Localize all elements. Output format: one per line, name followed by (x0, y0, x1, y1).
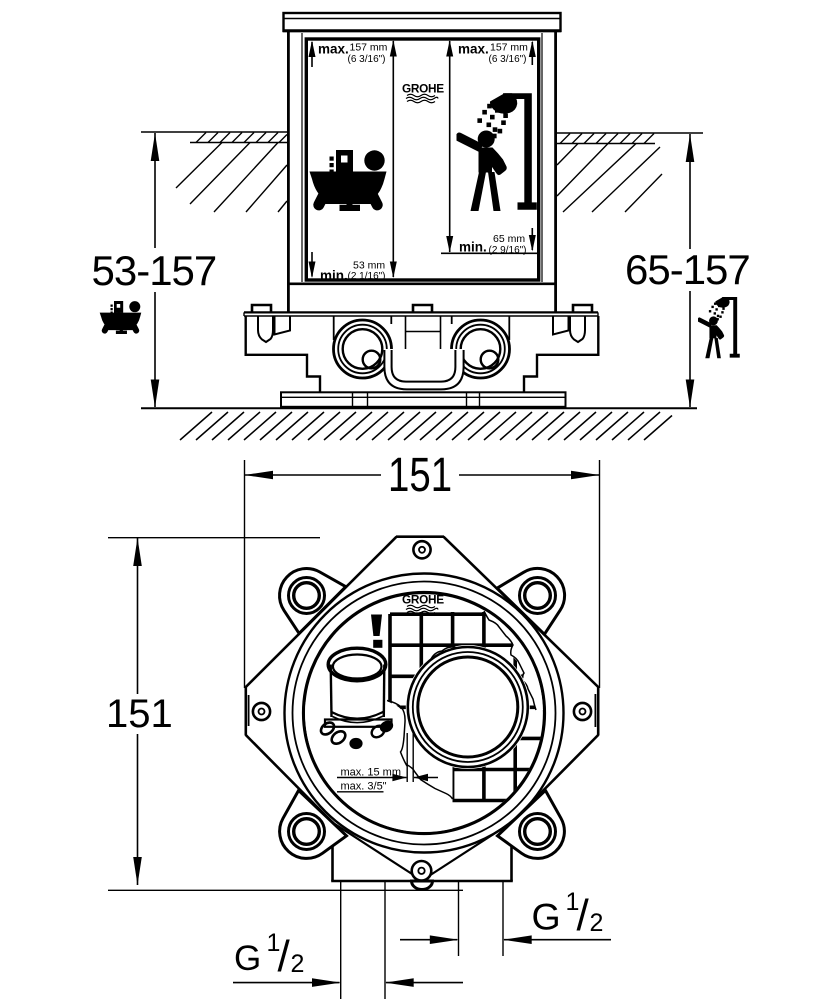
svg-text:157 mm: 157 mm (490, 42, 528, 54)
svg-text:G: G (532, 896, 561, 938)
svg-text:max.: max. (458, 42, 489, 57)
svg-text:151: 151 (106, 692, 173, 736)
svg-text:/: / (577, 891, 590, 940)
svg-text:GROHE: GROHE (402, 593, 444, 607)
svg-text:65-157: 65-157 (625, 246, 750, 293)
svg-text:53-157: 53-157 (92, 247, 217, 294)
svg-text:65 mm: 65 mm (493, 233, 525, 245)
svg-text:G: G (234, 939, 261, 978)
svg-text:53 mm: 53 mm (353, 259, 385, 271)
svg-text:1: 1 (566, 888, 580, 916)
svg-text:max.: max. (318, 42, 349, 57)
svg-text:max. 15 mm: max. 15 mm (341, 766, 402, 778)
svg-text:max. 3/5": max. 3/5" (341, 781, 387, 793)
svg-text:2: 2 (590, 909, 604, 937)
svg-text:(2 1/16"): (2 1/16") (348, 271, 386, 282)
svg-text:min.: min. (459, 240, 487, 255)
svg-text:1: 1 (267, 929, 281, 957)
svg-text:(6 3/16"): (6 3/16") (348, 54, 386, 65)
svg-text:GROHE: GROHE (402, 82, 444, 96)
svg-text:min.: min. (320, 268, 348, 283)
svg-text:(2 9/16"): (2 9/16") (489, 245, 527, 256)
svg-text:/: / (278, 932, 291, 981)
svg-text:157 mm: 157 mm (350, 42, 388, 54)
svg-text:151: 151 (388, 449, 452, 502)
svg-text:2: 2 (291, 950, 305, 978)
svg-text:(6 3/16"): (6 3/16") (489, 54, 527, 65)
